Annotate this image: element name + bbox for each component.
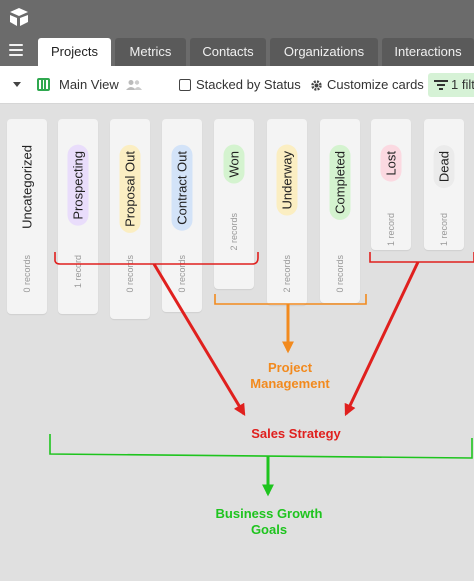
customize-cards-button[interactable]: Customize cards: [327, 77, 424, 92]
lost-dead-bracket: [369, 252, 474, 263]
collaborators-icon: [126, 80, 142, 90]
business-growth-line-2: Goals: [250, 522, 288, 537]
chevron-down-icon[interactable]: [13, 82, 21, 87]
growth-bracket: [49, 434, 473, 459]
stacked-by-icon: [179, 79, 191, 91]
filter-icon: [434, 80, 448, 90]
project-management-label: Project Management: [230, 360, 350, 392]
sales-pipeline-bracket: [54, 252, 259, 265]
menu-icon[interactable]: [9, 44, 23, 58]
app-header: [0, 0, 474, 38]
tab-contacts[interactable]: Contacts: [190, 38, 266, 66]
project-bracket: [214, 294, 367, 305]
tab-projects[interactable]: Projects: [38, 38, 111, 66]
gear-icon: [311, 80, 322, 91]
app-logo-icon[interactable]: [8, 7, 30, 27]
sales-arrow-left: [152, 263, 246, 417]
tab-metrics[interactable]: Metrics: [115, 38, 186, 66]
view-name[interactable]: Main View: [59, 77, 119, 92]
business-growth-label: Business Growth Goals: [198, 506, 340, 538]
view-toolbar: Main View Stacked by Status Customize ca…: [0, 66, 474, 104]
tab-bar: Projects Metrics Contacts Organizations …: [0, 38, 474, 66]
tab-organizations[interactable]: Organizations: [270, 38, 378, 66]
stacked-by-button[interactable]: Stacked by Status: [196, 77, 301, 92]
tab-interactions[interactable]: Interactions: [382, 38, 474, 66]
sales-arrow-right: [344, 261, 420, 417]
project-management-line-1: Project: [267, 360, 313, 375]
project-management-line-2: Management: [250, 376, 330, 391]
kanban-view-icon: [37, 78, 50, 91]
filter-label[interactable]: 1 filt: [451, 77, 474, 92]
business-growth-line-1: Business Growth: [215, 506, 323, 521]
filter-button[interactable]: [428, 73, 474, 97]
sales-strategy-label: Sales Strategy: [251, 426, 341, 441]
